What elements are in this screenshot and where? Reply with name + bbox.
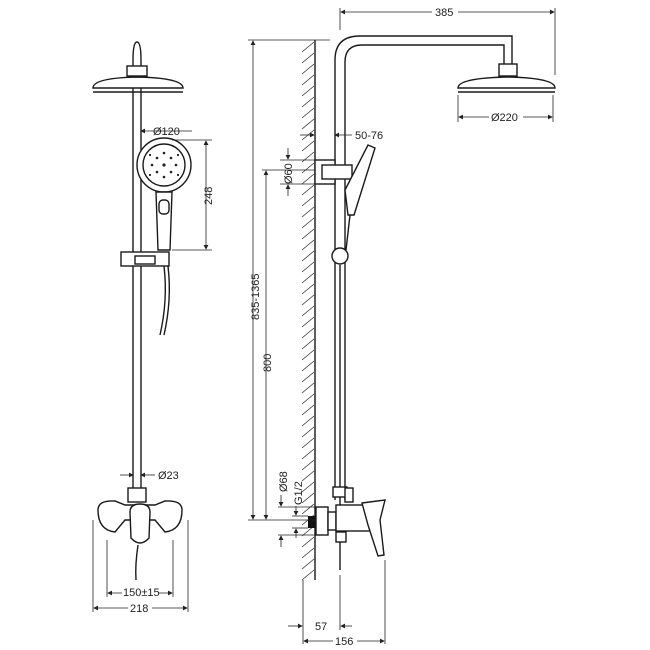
hatch-line xyxy=(301,569,315,581)
dim-rain-head-diameter: Ø220 xyxy=(491,112,518,124)
hatch-line xyxy=(301,272,315,284)
hatch-line xyxy=(301,448,315,460)
hatch-line xyxy=(301,283,315,295)
dim-wall-bracket-range: 50-76 xyxy=(355,130,383,142)
hatch-line xyxy=(301,316,315,328)
rain-shower-head xyxy=(92,76,184,89)
hatch-line xyxy=(301,305,315,317)
dim-mixer-depth: 57 xyxy=(315,621,327,633)
hatch-line xyxy=(301,184,315,196)
arm-nut xyxy=(126,65,148,77)
hatch-line xyxy=(301,382,315,394)
hatch-line xyxy=(301,338,315,350)
hatch-line xyxy=(301,96,315,108)
hatch-line xyxy=(301,41,315,53)
front-view: Ø120 248 Ø23 150±15 218 xyxy=(92,41,215,615)
hatch-line xyxy=(301,360,315,372)
shower-arm xyxy=(132,41,142,92)
hatch-line xyxy=(301,327,315,339)
shower-arm xyxy=(334,35,513,500)
hatch-line xyxy=(301,250,315,262)
hatch-line xyxy=(301,547,315,559)
slider xyxy=(331,247,349,265)
hatch-line xyxy=(301,85,315,97)
dim-bracket-diameter: Ø60 xyxy=(283,163,295,184)
mixer-lever xyxy=(361,499,386,557)
hatch-line xyxy=(301,481,315,493)
dim-inlet-spacing: 150±15 xyxy=(123,587,160,599)
hatch-line xyxy=(301,217,315,229)
hatch-line xyxy=(301,558,315,570)
hatch-line xyxy=(301,151,315,163)
connector xyxy=(127,487,147,503)
hatch-line xyxy=(301,426,315,438)
hatch-line xyxy=(301,63,315,75)
hatch-line xyxy=(301,470,315,482)
hatch-line xyxy=(301,206,315,218)
hatch-line xyxy=(301,52,315,64)
dim-thread: G1/2 xyxy=(293,481,305,505)
hatch-line xyxy=(301,349,315,361)
dim-hand-shower-height: 248 xyxy=(203,187,215,205)
hatch-line xyxy=(301,536,315,548)
dim-total-depth: 156 xyxy=(335,636,353,648)
dim-pipe-diameter: Ø23 xyxy=(158,470,179,482)
hand-shower xyxy=(344,144,376,216)
wall-inlet xyxy=(308,516,316,528)
hatch-line xyxy=(301,404,315,416)
hatch-line xyxy=(301,415,315,427)
hatch-line xyxy=(301,195,315,207)
hatch-line xyxy=(301,371,315,383)
hose xyxy=(159,265,167,336)
dim-total-height: 835-1365 xyxy=(250,274,262,321)
side-view: 385 Ø220 50-76 Ø60 835-1365 800 Ø68 G1/2… xyxy=(248,5,556,648)
rain-shower-head xyxy=(457,76,556,89)
hatch-line xyxy=(301,118,315,130)
hatch-line xyxy=(301,228,315,240)
hatch-line xyxy=(301,437,315,449)
hatch-line xyxy=(301,162,315,174)
hatch-line xyxy=(301,503,315,515)
hatch-line xyxy=(301,239,315,251)
hatch-line xyxy=(301,173,315,185)
hatch-line xyxy=(301,74,315,86)
hatch-line xyxy=(301,107,315,119)
dim-mixer-width: 218 xyxy=(130,603,148,615)
dim-arm-reach: 385 xyxy=(435,7,453,19)
dim-head-diameter: Ø120 xyxy=(153,126,180,138)
hatch-line xyxy=(301,393,315,405)
hatch-line xyxy=(301,261,315,273)
flange xyxy=(315,506,329,536)
dim-rail-height: 800 xyxy=(262,354,274,372)
hatch-line xyxy=(301,294,315,306)
dim-flange-diameter: Ø68 xyxy=(278,471,290,492)
hatch-line xyxy=(301,140,315,152)
wall-hatching xyxy=(301,41,315,581)
hatch-line xyxy=(301,492,315,504)
hatch-line xyxy=(301,459,315,471)
mixer-lever xyxy=(129,503,151,544)
